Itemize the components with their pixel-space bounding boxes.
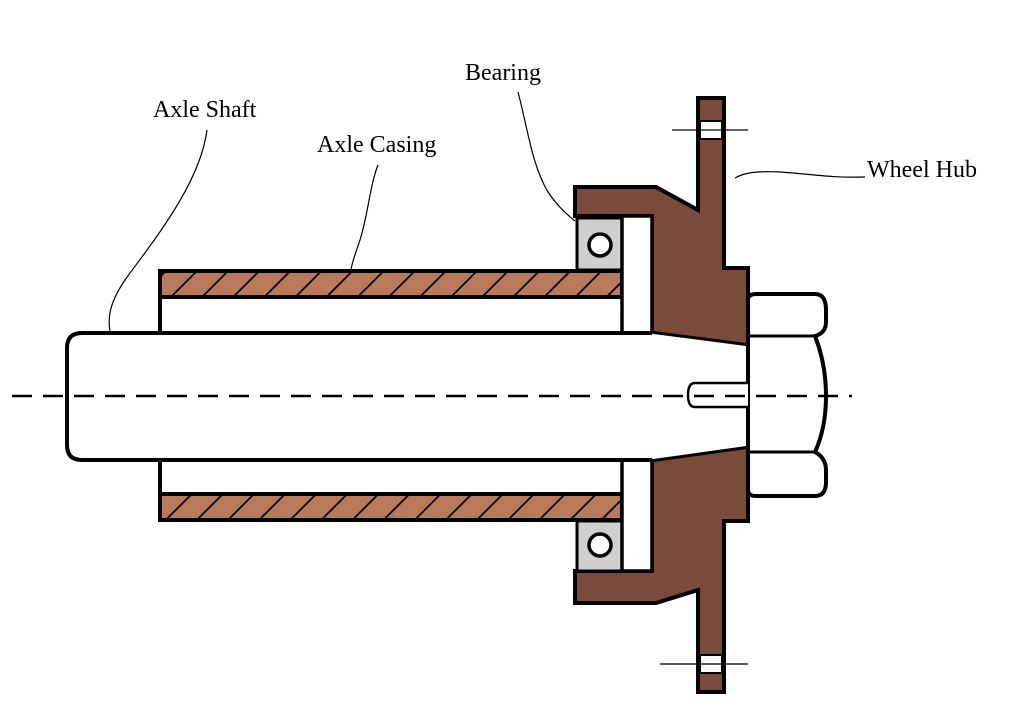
bearing-lower-ball xyxy=(587,532,613,558)
axle-taper-edge-bottom xyxy=(649,445,751,463)
bearing-upper-ball xyxy=(587,232,613,258)
split-pin xyxy=(686,381,748,409)
leader-bearing xyxy=(517,91,576,222)
axle-taper-edge-top xyxy=(649,330,751,347)
leader-axle-shaft xyxy=(108,129,208,332)
label-axle-casing: Axle Casing xyxy=(317,132,436,158)
leader-axle-casing xyxy=(350,164,379,271)
label-wheel-hub: Wheel Hub xyxy=(867,157,977,183)
label-bearing: Bearing xyxy=(465,60,541,86)
axle-casing-lower-wall xyxy=(158,492,624,522)
leader-wheel-hub xyxy=(734,171,866,179)
axle-casing-upper-wall xyxy=(158,269,624,299)
label-axle-shaft: Axle Shaft xyxy=(153,97,257,123)
